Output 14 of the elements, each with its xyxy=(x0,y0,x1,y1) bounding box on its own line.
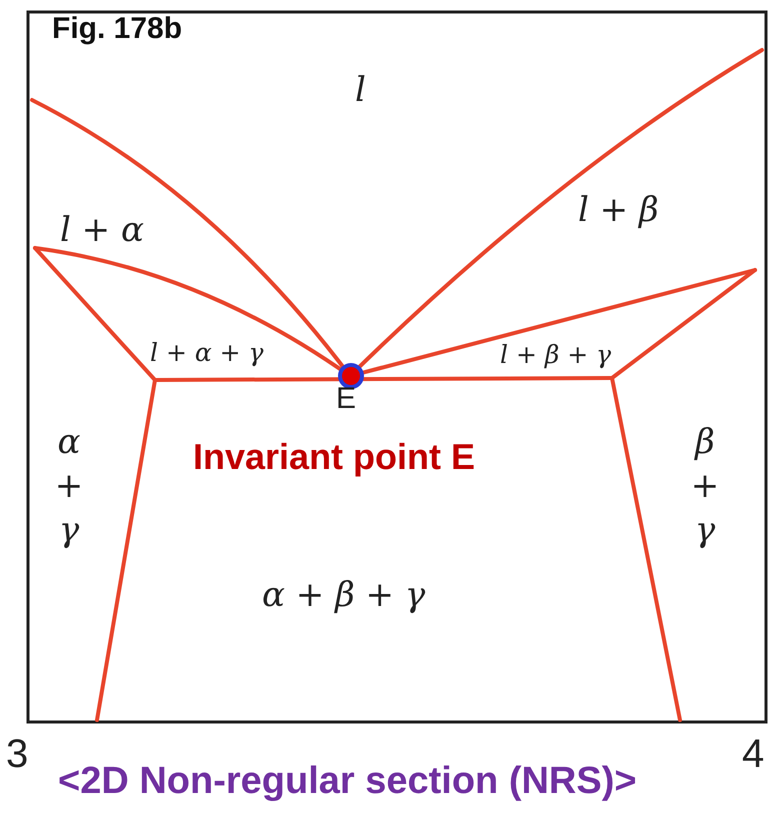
phase-label: α + γ xyxy=(54,421,84,552)
figure-title: Fig. 178b xyxy=(52,12,182,46)
axis-label: 4 xyxy=(742,732,764,777)
caption: <2D Non-regular section (NRS)> xyxy=(58,760,637,803)
phase-label: β + γ xyxy=(690,421,720,552)
point-label: Invariant point E xyxy=(193,436,476,478)
point-label: E xyxy=(336,382,356,416)
phase-label: l + β + γ xyxy=(500,340,612,369)
phase-label: l + α xyxy=(60,210,144,250)
phase-label: l xyxy=(355,70,366,110)
phase-label: l + β xyxy=(578,190,659,230)
phase-label: α + β + γ xyxy=(262,575,426,615)
axis-label: 3 xyxy=(6,732,28,777)
phase-label: l + α + γ xyxy=(150,338,264,367)
